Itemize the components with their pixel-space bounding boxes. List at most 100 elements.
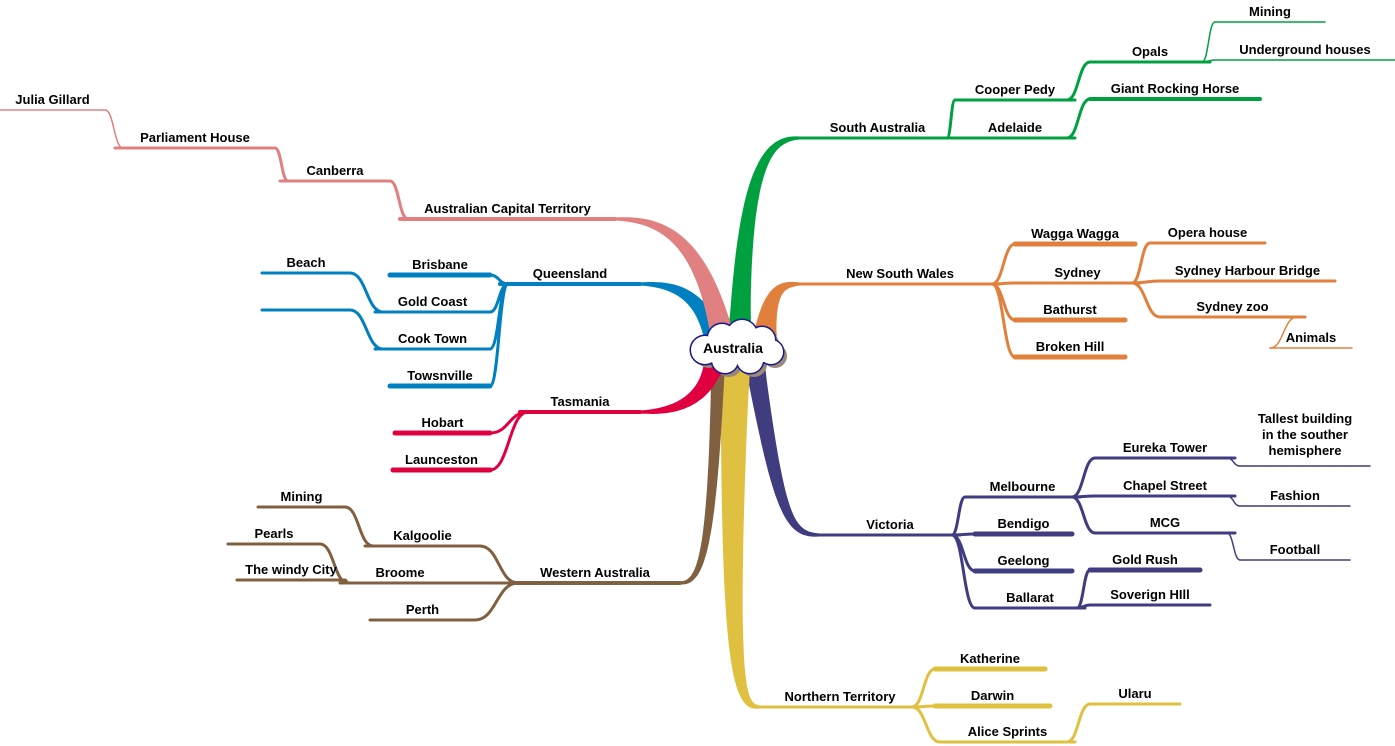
branch-connector [950,495,967,537]
node-label[interactable]: Tallest building [1258,411,1352,426]
central-topic-label: Australia [703,340,763,356]
branch-connector [274,146,289,183]
node-label[interactable]: Alice Sprints [968,724,1047,739]
branch-connector [344,578,349,585]
main-branch-ribbon [745,363,820,537]
branch-connector [945,98,957,140]
branch-connector [349,271,384,314]
node-label[interactable]: Queensland [533,266,607,281]
node-label[interactable]: Giant Rocking Horse [1111,81,1240,96]
node-label[interactable]: Geelong [997,553,1049,568]
node-label[interactable]: Bathurst [1043,302,1097,317]
node-label[interactable]: Broken Hill [1036,339,1105,354]
branch-connector [911,705,941,744]
node-label[interactable]: Underground houses [1239,42,1370,57]
main-branch-ribbon [680,364,725,585]
cloud-fill [691,320,783,373]
main-branches [615,136,820,709]
node-label[interactable]: Katherine [960,651,1020,666]
branch-connector [1201,59,1216,63]
node-label[interactable]: Gold Rush [1112,552,1178,567]
node-label[interactable]: Sydney [1054,265,1101,280]
node-label[interactable]: Sydney Harbour Bridge [1175,263,1320,278]
central-topic[interactable]: Australia [689,318,787,377]
node-label[interactable]: Chapel Street [1123,478,1207,493]
branch-connector [991,242,1016,286]
node-label[interactable]: Darwin [971,688,1014,703]
branch-connector [1076,603,1091,610]
node-label[interactable]: Beach [286,255,325,270]
main-branch-ribbon [753,281,800,337]
branch-connector [1131,241,1151,285]
node-label[interactable]: Ballarat [1006,590,1054,605]
node-label[interactable]: Opals [1132,44,1168,59]
node-label[interactable]: Adelaide [988,120,1042,135]
branch-connector [349,308,384,351]
branch-connector [1269,316,1298,349]
node-label[interactable]: Towsnville [407,368,473,383]
branch-connector [389,179,409,221]
main-branch-ribbon [615,217,734,338]
branch-connector [489,410,529,472]
node-label[interactable]: Julia Gillard [15,92,89,107]
node-label[interactable]: hemisphere [1269,443,1342,458]
node-label[interactable]: Soverign HIll [1110,587,1189,602]
node-label[interactable]: Ularu [1118,686,1151,701]
node-label[interactable]: Mining [1249,4,1291,19]
node-label[interactable]: Cook Town [398,331,467,346]
node-label[interactable]: Western Australia [540,565,651,580]
node-label[interactable]: Gold Coast [398,294,468,309]
node-label[interactable]: Mining [281,489,323,504]
node-label[interactable]: Bendigo [998,516,1050,531]
branch-connector [479,544,519,585]
node-label[interactable]: Hobart [422,415,465,430]
node-label[interactable]: Perth [406,602,439,617]
node-label[interactable]: Wagga Wagga [1031,226,1120,241]
node-label[interactable]: Launceston [405,452,478,467]
branch-connector [1226,532,1241,561]
node-label[interactable]: MCG [1150,515,1180,530]
node-label[interactable]: Canberra [306,163,364,178]
node-label[interactable]: Tasmania [550,394,610,409]
branch-connector [911,667,936,709]
branch-connector [344,505,374,548]
node-label[interactable]: Sydney zoo [1196,299,1268,314]
node-label[interactable]: Kalgoolie [393,528,452,543]
node-label[interactable]: Opera house [1168,225,1247,240]
node-label[interactable]: South Australia [830,120,926,135]
branch-connector [991,282,1016,359]
branch-lines [0,21,1395,744]
node-label[interactable]: Broome [375,565,424,580]
node-label[interactable]: Melbourne [990,479,1056,494]
node-label[interactable]: Animals [1286,330,1337,345]
branch-connector [1226,495,1241,507]
branch-connector [951,533,976,610]
branch-connector [1066,702,1091,744]
main-branch-ribbon [640,282,726,344]
node-label[interactable]: Cooper Pedy [975,82,1056,97]
node-label[interactable]: Football [1270,542,1321,557]
branch-connector [104,109,124,149]
branch-connector [474,581,519,622]
node-label[interactable]: Northern Territory [785,689,897,704]
branch-connector [1066,97,1091,140]
main-branch-ribbon [729,136,800,326]
node-label[interactable]: Parliament House [140,130,250,145]
node-label[interactable]: in the souther [1262,427,1348,442]
node-label[interactable]: Fashion [1270,488,1320,503]
node-label[interactable]: New South Wales [846,266,954,281]
node-label[interactable]: Eureka Tower [1123,440,1207,455]
node-label[interactable]: Brisbane [412,257,468,272]
node-label[interactable]: Australian Capital Territory [424,201,591,216]
branch-connector [1201,21,1216,63]
branch-connector [1071,456,1096,499]
branch-connector [319,542,349,585]
branch-connector [488,282,510,388]
node-label[interactable]: The windy City [245,562,338,577]
node-label[interactable]: Pearls [254,526,293,541]
main-branch-ribbon [720,369,760,709]
node-label[interactable]: Victoria [866,517,914,532]
